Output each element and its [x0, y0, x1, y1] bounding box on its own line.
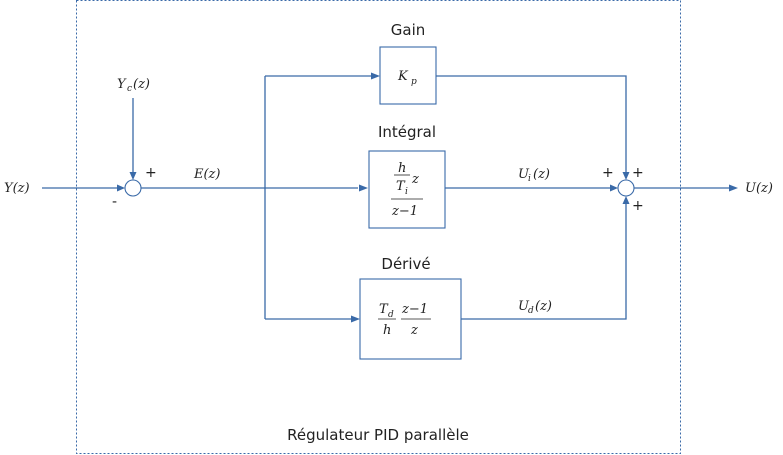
derivative-output-arg: (z) — [535, 299, 552, 314]
sum2-bottom-plus-sign: + — [632, 198, 644, 214]
integral-num-T: T — [396, 179, 406, 194]
integral-block — [368, 150, 446, 229]
gain-block — [379, 46, 437, 105]
setpoint-label: Y — [117, 77, 127, 92]
integral-num-h: h — [398, 161, 406, 176]
integral-output-arrow — [610, 184, 618, 192]
sum2-top-plus-sign: + — [632, 165, 644, 181]
gain-input-arrow — [371, 72, 380, 80]
sum2-left-plus-sign: + — [602, 165, 614, 181]
derivative-h: h — [383, 323, 391, 338]
derivative-output-wire — [461, 204, 627, 320]
input-label: Y(z) — [4, 181, 30, 196]
error-label: E(z) — [193, 167, 220, 182]
gain-output-arrow — [622, 172, 630, 180]
derivative-output-arrow — [622, 196, 630, 204]
integral-output-subscript: i — [528, 174, 531, 184]
gain-output-wire — [436, 75, 627, 173]
derivative-input-arrow — [351, 315, 360, 323]
derivative-title: Dérivé — [381, 255, 430, 273]
input-arrow — [117, 184, 125, 192]
integral-title: Intégral — [378, 123, 436, 141]
output-arrow — [729, 184, 738, 192]
sum1-plus-sign: + — [145, 165, 157, 181]
integral-input-arrow — [359, 184, 368, 192]
derivative-den: z — [410, 323, 418, 338]
integral-output-label: U — [518, 167, 530, 182]
sum1-minus-sign: - — [112, 194, 117, 210]
integral-num-T-sub: i — [405, 187, 408, 197]
output-label: U(z) — [745, 181, 773, 196]
error-summing-junction — [124, 179, 142, 197]
derivative-T: T — [379, 302, 389, 317]
output-summing-junction — [617, 179, 635, 197]
setpoint-arrow — [129, 172, 137, 180]
integral-num-z: z — [411, 172, 419, 187]
regulator-caption: Régulateur PID parallèle — [287, 426, 469, 444]
gain-subscript: p — [411, 77, 417, 87]
derivative-num: z−1 — [401, 302, 428, 317]
gain-title: Gain — [391, 21, 426, 39]
setpoint-subscript: c — [127, 84, 132, 94]
integral-output-arg: (z) — [533, 167, 550, 182]
setpoint-arg: (z) — [133, 77, 150, 92]
regulator-frame — [76, 0, 681, 454]
gain-symbol: K — [397, 69, 409, 84]
integral-den: z−1 — [391, 204, 418, 219]
derivative-output-subscript: d — [528, 306, 534, 316]
derivative-T-sub: d — [388, 310, 394, 320]
derivative-output-label: U — [518, 299, 530, 314]
